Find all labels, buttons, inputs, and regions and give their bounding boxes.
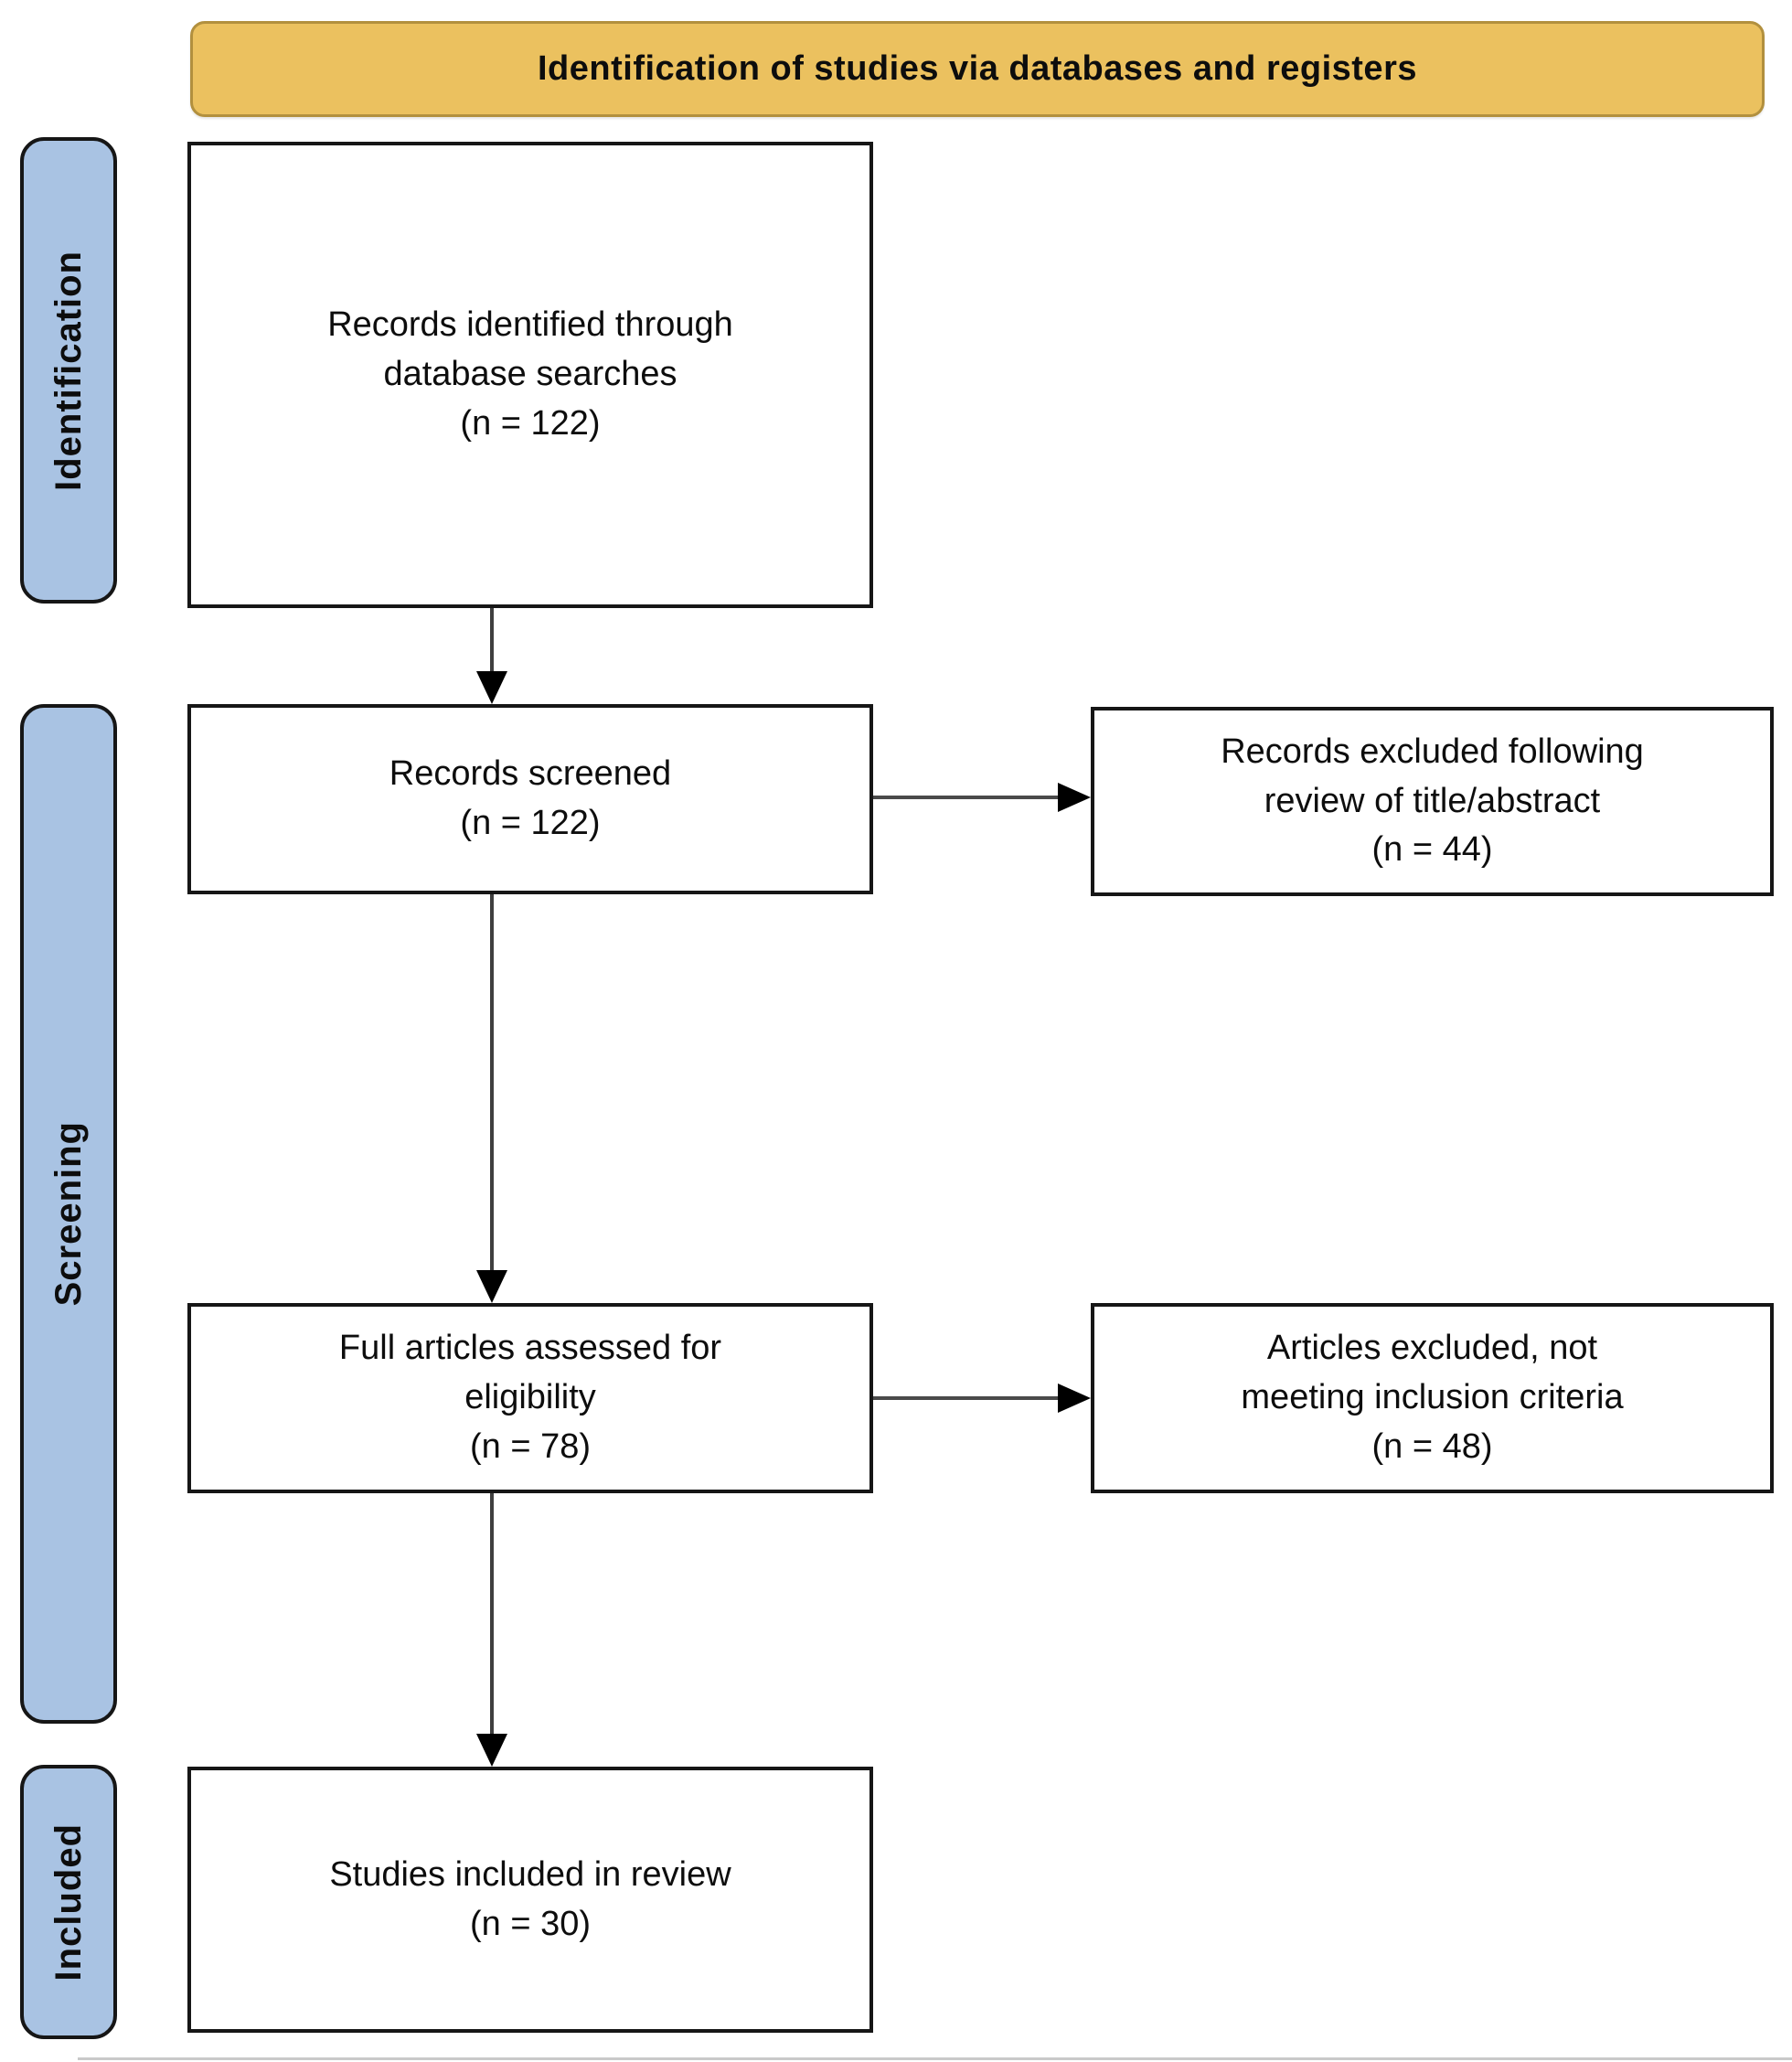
stage-label-identification: Identification	[48, 250, 89, 491]
box-records-identified-count: (n = 122)	[460, 403, 601, 443]
arrow-assessed-to-excluded-line	[873, 1396, 1060, 1400]
box-full-articles-assessed-label: Full articles assessed for eligibility	[338, 1329, 722, 1417]
arrow-assessed-to-included-head-icon	[476, 1734, 507, 1767]
box-records-excluded-label: Records excluded following review of tit…	[1221, 732, 1644, 820]
arrow-screened-to-assessed-head-icon	[476, 1270, 507, 1303]
stage-label-screening: Screening	[48, 1121, 89, 1307]
box-records-screened-count: (n = 122)	[460, 804, 601, 842]
box-records-screened: Records screened (n = 122)	[187, 704, 873, 894]
box-studies-included: Studies included in review (n = 30)	[187, 1767, 873, 2033]
box-records-excluded: Records excluded following review of tit…	[1091, 707, 1774, 896]
stage-tab-included: Included	[20, 1765, 117, 2039]
box-studies-included-label: Studies included in review	[329, 1854, 731, 1894]
arrow-assessed-to-excluded-head-icon	[1058, 1384, 1091, 1413]
stage-tab-identification: Identification	[20, 137, 117, 604]
arrow-identified-to-screened-head-icon	[476, 671, 507, 704]
box-articles-excluded: Articles excluded, not meeting inclusion…	[1091, 1303, 1774, 1493]
box-records-identified-label: Records identified through database sear…	[327, 305, 733, 394]
box-articles-excluded-label: Articles excluded, not meeting inclusion…	[1241, 1329, 1624, 1417]
box-full-articles-assessed-count: (n = 78)	[469, 1426, 592, 1466]
page-bottom-rule	[78, 2057, 1792, 2060]
box-records-excluded-count: (n = 44)	[1371, 830, 1493, 870]
arrow-screened-to-excluded-line	[873, 796, 1060, 799]
box-full-articles-assessed: Full articles assessed for eligibility (…	[187, 1303, 873, 1493]
box-records-identified: Records identified through database sear…	[187, 142, 873, 608]
header-banner: Identification of studies via databases …	[190, 21, 1765, 117]
box-articles-excluded-count: (n = 48)	[1371, 1426, 1493, 1466]
arrow-assessed-to-included-line	[490, 1493, 494, 1736]
box-records-screened-label: Records screened	[389, 754, 672, 794]
stage-label-included: Included	[48, 1822, 89, 1982]
arrow-screened-to-assessed-line	[490, 894, 494, 1273]
header-title: Identification of studies via databases …	[538, 49, 1417, 88]
box-studies-included-count: (n = 30)	[469, 1904, 592, 1943]
arrow-identified-to-screened-line	[490, 608, 494, 674]
stage-tab-screening: Screening	[20, 704, 117, 1724]
arrow-screened-to-excluded-head-icon	[1058, 783, 1091, 812]
